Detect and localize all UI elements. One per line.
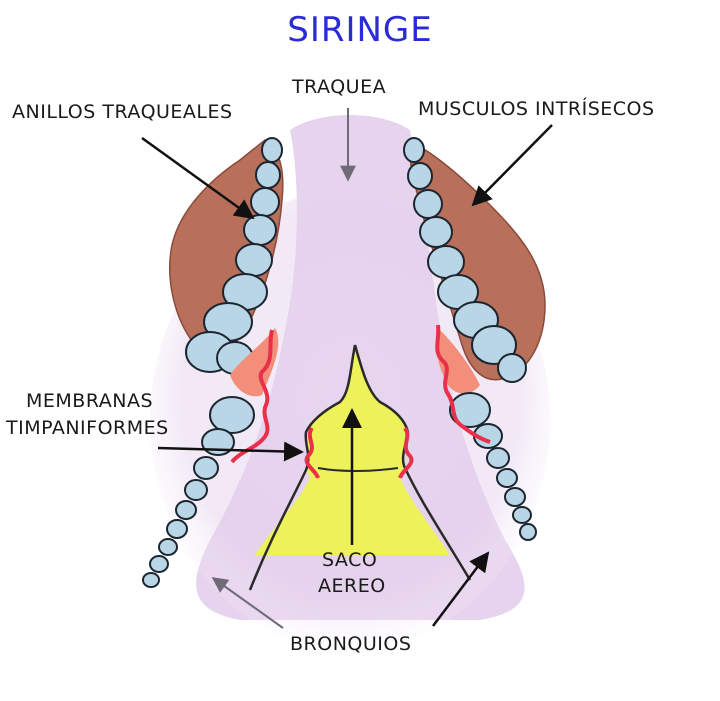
right-medial-membrane (398, 426, 414, 479)
bronquios-arrow-right (432, 551, 490, 627)
right-bronchial-rings (449, 392, 537, 541)
left-bronchus-wall (248, 344, 357, 591)
left-bronchial-rings (142, 396, 255, 588)
right-tympaniform-membrane (435, 324, 491, 444)
right-tracheal-rings (403, 137, 527, 383)
musculos-arrow (471, 124, 553, 207)
label-anillos-traqueales: ANILLOS TRAQUEALES (12, 101, 233, 123)
left-medial-membrane (304, 426, 320, 479)
membranas-arrow (157, 441, 304, 462)
label-bronquios: BRONQUIOS (290, 633, 412, 655)
left-pessulus-tissue (230, 328, 279, 397)
label-timpaniformes: TIMPANIFORMES (6, 417, 169, 439)
label-musculos-intrisecos: MUSCULOS INTRÍSECOS (418, 98, 655, 120)
diagram-title: SIRINGE (287, 10, 433, 50)
anillos-arrow (141, 136, 255, 220)
bronquios-arrow-left (211, 577, 284, 629)
left-tympaniform-membrane (230, 329, 274, 464)
label-saco: SACO (322, 549, 378, 571)
label-aereo: AEREO (318, 575, 386, 597)
label-membranas: MEMBRANAS (26, 390, 154, 412)
label-traquea: TRAQUEA (292, 76, 387, 98)
left-tracheal-rings (185, 137, 283, 375)
sac-division (317, 467, 399, 472)
